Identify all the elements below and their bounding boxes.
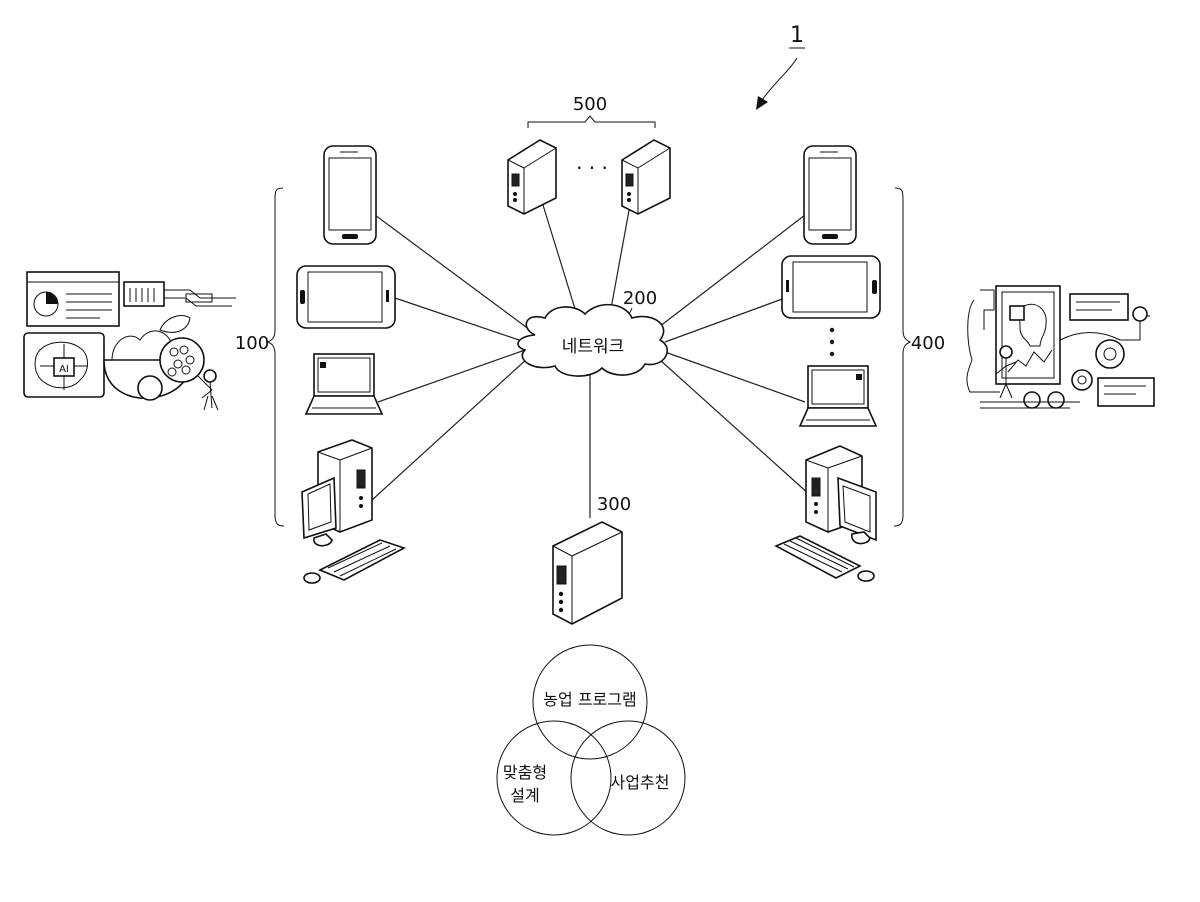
right-group-label: 400 <box>911 333 945 354</box>
tablet-icon <box>782 256 880 318</box>
desktop-pc-icon <box>776 446 876 581</box>
smartphone-icon <box>324 146 376 244</box>
tablet-icon <box>297 266 395 328</box>
venn-diagram: 농업 프로그램 맞춤형 설계 사업추천 <box>497 645 685 835</box>
server-tower-icon <box>508 140 556 214</box>
server-group-500: 500 · · · <box>508 94 670 214</box>
desktop-pc-icon <box>302 440 404 583</box>
server-group-label: 500 <box>573 94 607 115</box>
client-group-100: 100 <box>235 146 404 583</box>
data-analysis-illustration <box>967 286 1154 408</box>
main-server-label: 300 <box>597 494 631 515</box>
svg-text:AI: AI <box>59 364 69 375</box>
network-label: 네트워크 <box>562 337 625 357</box>
venn-label-program: 농업 프로그램 <box>543 690 636 709</box>
server-tower-icon <box>622 140 670 214</box>
client-group-400: 400 <box>776 146 945 581</box>
network-ref-label: 200 <box>623 288 657 309</box>
network-cloud: 200 네트워크 <box>518 288 667 376</box>
arrowhead-icon <box>756 96 768 110</box>
figure-reference: 1 <box>756 23 805 110</box>
server-ellipsis: · · · <box>576 156 608 180</box>
left-group-label: 100 <box>235 333 269 354</box>
main-server-300: 300 <box>553 494 631 624</box>
laptop-icon <box>800 366 876 426</box>
smartphone-icon <box>804 146 856 244</box>
server-tower-icon <box>553 522 622 624</box>
figure-number: 1 <box>790 23 804 48</box>
laptop-icon <box>306 354 382 414</box>
venn-label-custom-line2: 설계 <box>510 786 539 805</box>
ai-agriculture-illustration: AI <box>24 272 236 410</box>
device-ellipsis <box>830 328 834 356</box>
venn-label-business: 사업추천 <box>611 773 670 792</box>
venn-label-custom-line1: 맞춤형 <box>503 763 547 782</box>
